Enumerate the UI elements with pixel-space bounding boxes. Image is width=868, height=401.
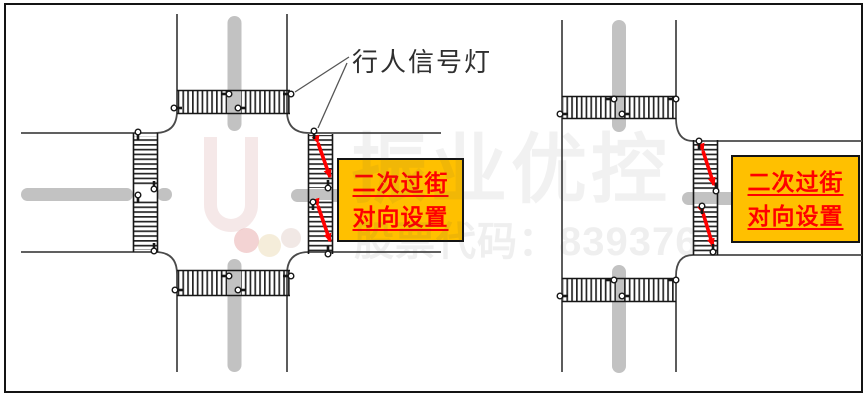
median-strips [21, 16, 738, 373]
callout-right-line1: 二次过街 [747, 169, 844, 195]
callout-right-line2: 对向设置 [747, 203, 844, 229]
label-leader-lines [294, 56, 350, 129]
two-stage-crossing-callout-left: 二次过街 对向设置 [337, 158, 464, 242]
two-stage-arrows [311, 134, 716, 248]
crosswalk-borders [132, 89, 719, 303]
outer-frame [4, 3, 863, 393]
pedestrian-signal-label: 行人信号灯 [352, 47, 493, 77]
two-stage-crossing-callout-right: 二次过街 对向设置 [731, 155, 860, 243]
callout-left-line1: 二次过街 [352, 170, 449, 196]
callout-left-line2: 对向设置 [352, 204, 449, 230]
